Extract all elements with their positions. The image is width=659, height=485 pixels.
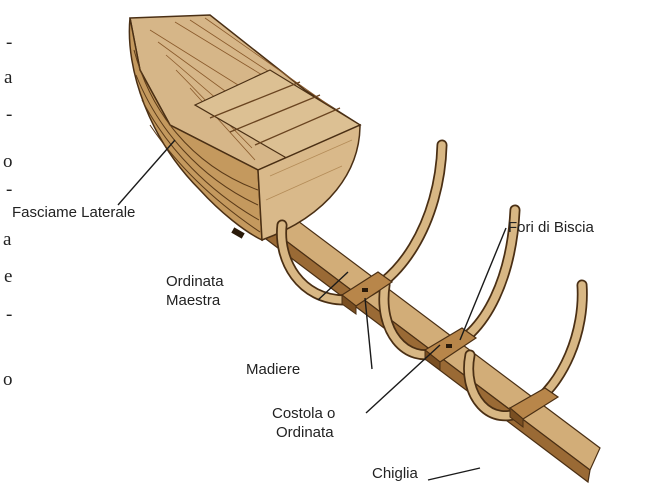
label-costola-line1: Costola o: [272, 405, 335, 422]
margin-fragment: -: [6, 32, 12, 53]
label-fori-di-biscia: Fori di Biscia: [508, 219, 595, 236]
margin-fragment: -: [6, 304, 12, 325]
label-ordinata-maestra-line1: Ordinata: [166, 273, 224, 290]
margin-fragment: o: [3, 369, 13, 390]
margin-fragment: a: [3, 229, 12, 250]
label-madiere: Madiere: [246, 361, 300, 378]
margin-fragment: a: [4, 67, 13, 88]
margin-fragment: -: [6, 179, 12, 200]
margin-fragment: e: [4, 266, 12, 287]
label-chiglia: Chiglia: [372, 465, 419, 482]
margin-fragment: o: [3, 151, 13, 172]
label-fasciame-laterale: Fasciame Laterale: [12, 204, 135, 221]
label-ordinata-maestra-line2: Maestra: [166, 292, 221, 309]
label-costola-line2: Ordinata: [276, 424, 334, 441]
hull-bow: [129, 15, 360, 240]
margin-fragment: -: [6, 104, 12, 125]
